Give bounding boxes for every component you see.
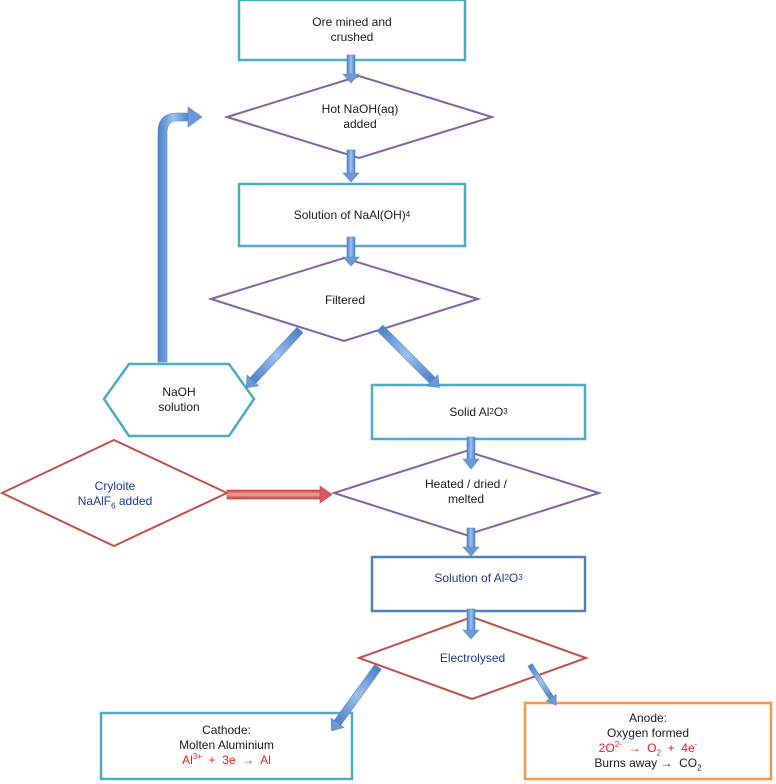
arrow-naoh-recycle xyxy=(157,106,203,363)
cryolite-pre: NaAlF xyxy=(77,494,112,508)
anode-eq-sup: 2- xyxy=(614,740,622,749)
cathode-eq-al: Al xyxy=(182,752,193,767)
solid-al2o3-pre: Solid Al xyxy=(449,404,490,419)
cathode-box xyxy=(99,711,354,781)
naoh-solution-label: NaOH solution xyxy=(129,382,229,418)
cathode-label: Cathode: Molten Aluminium Al3+ + 3e → Al xyxy=(101,721,352,769)
cathode-eq-sup: 3+ xyxy=(192,751,202,761)
cathode-equation: Al3+ + 3e → Al xyxy=(182,751,271,768)
anode-eq-sub: 2 xyxy=(656,748,661,758)
cathode-eq-rest: + 3e → Al xyxy=(201,752,271,767)
naoh-solution-line1: NaOH xyxy=(162,385,196,399)
ore-box xyxy=(237,0,467,62)
anode-line1: Anode: xyxy=(628,711,668,725)
filtered-diamond xyxy=(207,256,482,343)
solution-al2o3-box xyxy=(370,555,587,613)
arrow-electrolysed-to-anode xyxy=(527,663,557,706)
anode-label: Anode: Oxygen formed 2O2- → O2 + 4e- Bur… xyxy=(525,709,771,773)
cryolite-line1: Cryloite xyxy=(94,479,136,493)
cathode-line1: Cathode: xyxy=(202,722,251,737)
solution-al2o3-mid: O xyxy=(508,570,519,585)
heated-line2: melted xyxy=(447,492,485,506)
electrolysed-diamond xyxy=(356,615,589,701)
filtered-text: Filtered xyxy=(324,292,365,307)
arrow-solution-to-filtered xyxy=(342,236,360,267)
anode-line4-sub: 2 xyxy=(697,763,702,773)
solution-naal-text: Solution of NaAl(OH) xyxy=(293,207,406,222)
cryolite-post: added xyxy=(115,494,153,508)
naoh-hot-label: Hot NaOH(aq) added xyxy=(270,97,450,137)
naoh-solution-hexagon xyxy=(102,362,256,438)
anode-eq-sup2: - xyxy=(694,740,698,749)
naoh-hot-line1: Hot NaOH(aq) xyxy=(321,102,399,116)
anode-line4: Burns away → CO2 xyxy=(594,756,702,773)
ore-line1: Ore mined and xyxy=(312,15,392,29)
electrolysed-text: Electrolysed xyxy=(439,650,506,665)
cryolite-label: Cryloite NaAlF6 added xyxy=(40,476,190,512)
anode-eq-plus: + 4e xyxy=(660,741,695,755)
arrow-filtered-to-naoh-solution xyxy=(245,326,304,389)
arrow-ore-to-naoh xyxy=(342,54,360,84)
solution-al2o3-pre: Solution of Al xyxy=(434,570,505,585)
arrow-solid-to-heated xyxy=(462,436,480,470)
arrow-electrolysed-to-cathode xyxy=(330,664,382,732)
heated-line1: Heated / dried / xyxy=(424,477,508,491)
ore-line2: crushed xyxy=(330,30,374,44)
ore-label: Ore mined and crushed xyxy=(239,10,465,50)
solution-naal-label: Solution of NaAl(OH)4 xyxy=(293,207,411,222)
anode-eq-o: 2O xyxy=(598,741,615,755)
solid-al2o3-box xyxy=(370,383,587,441)
cryolite-line2: NaAlF6 added xyxy=(77,494,153,511)
cathode-line2: Molten Aluminium xyxy=(179,737,274,752)
filtered-label: Filtered xyxy=(280,290,410,310)
electrolysed-label: Electrolysed xyxy=(410,648,535,668)
arrow-heated-to-solution xyxy=(462,527,480,557)
solid-al2o3-mid: O xyxy=(493,404,504,419)
naoh-hot-line2: added xyxy=(343,117,377,131)
cryolite-sub: 6 xyxy=(111,501,116,511)
anode-line4-pre: Burns away → CO xyxy=(594,756,698,770)
naoh-hot-diamond xyxy=(223,74,496,160)
heated-diamond xyxy=(330,449,603,537)
arrow-solution-to-electrolysed xyxy=(462,608,480,640)
anode-equation: 2O2- → O2 + 4e- xyxy=(598,740,698,758)
arrow-cryolite-to-heated xyxy=(226,485,333,504)
anode-box xyxy=(523,701,773,781)
heated-label: Heated / dried / melted xyxy=(386,474,546,510)
arrow-naoh-to-solution xyxy=(342,149,360,183)
anode-line2: Oxygen formed xyxy=(606,726,690,740)
anode-eq-mid: → O xyxy=(621,741,657,755)
arrow-filtered-to-solid xyxy=(376,324,440,388)
naoh-solution-line2: solution xyxy=(158,400,200,414)
